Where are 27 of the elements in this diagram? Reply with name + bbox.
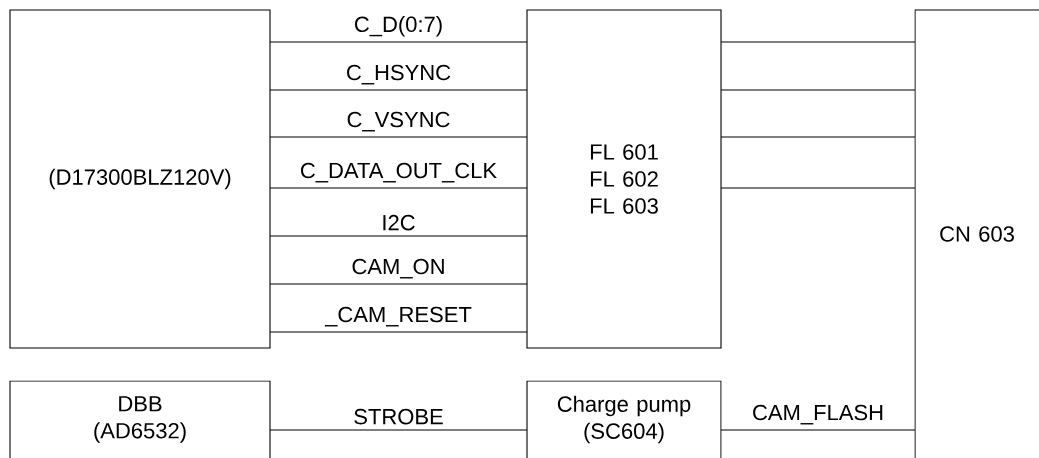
signal-label: C_HSYNC xyxy=(343,62,454,87)
signal-label: _CAM_RESET xyxy=(323,304,474,329)
signal-label: I2C xyxy=(379,212,418,233)
signal-label: CAM_ON xyxy=(349,256,448,281)
signal-line xyxy=(269,429,528,431)
signal-line xyxy=(720,41,916,43)
signal-label: C_D(0:7) xyxy=(351,13,446,39)
filter-box: FL 601 FL 602 FL 603 xyxy=(526,9,722,349)
signal-label: C_VSYNC xyxy=(344,109,453,134)
chip-box: Charge pump (SC604) xyxy=(526,380,722,458)
signal-line xyxy=(720,187,916,189)
signal-line xyxy=(269,136,528,138)
signal-line xyxy=(269,283,528,285)
signal-label: STROBE xyxy=(351,406,446,427)
signal-line xyxy=(269,41,528,43)
signal-line xyxy=(269,331,528,333)
signal-label: C_DATA_OUT_CLK xyxy=(297,160,500,185)
signal-line xyxy=(720,429,916,431)
signal-line xyxy=(720,89,916,91)
signal-label: CAM_FLASH xyxy=(750,402,887,427)
signal-line xyxy=(269,187,528,189)
chip-box: (D17300BLZ120V) xyxy=(9,9,271,349)
connector-box: CN 603 xyxy=(914,9,1039,458)
chip-box: DBB (AD6532) xyxy=(9,380,271,458)
signal-line xyxy=(720,136,916,138)
signal-line xyxy=(269,235,528,237)
signal-line xyxy=(269,89,528,91)
